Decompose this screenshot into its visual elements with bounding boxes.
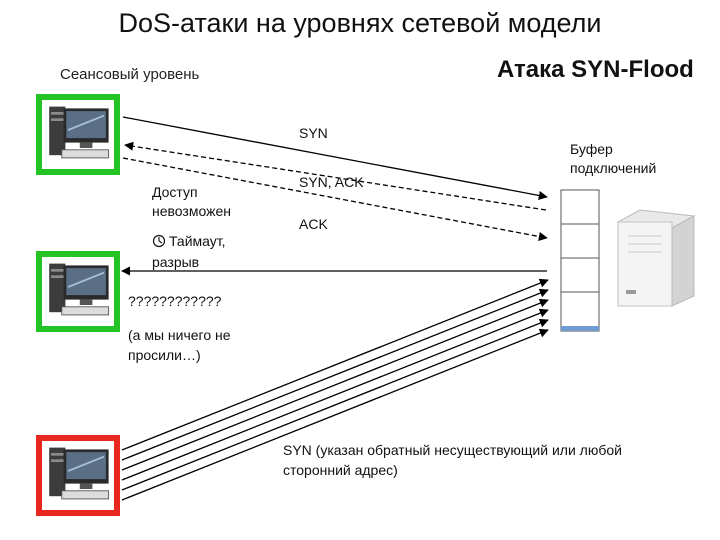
buffer-label-line1: Буфер [570, 141, 613, 157]
arrow-flood-3 [121, 298, 549, 471]
clock-icon [152, 234, 166, 248]
client-frame-legit [36, 251, 120, 332]
question-marks: ???????????? [128, 293, 222, 309]
surprise-line2: просили…) [128, 347, 201, 363]
label-ack: ACK [299, 216, 328, 232]
buffer-label-line2: подключений [570, 160, 657, 176]
client-frame-attacker [36, 435, 120, 516]
desktop-computer-icon [42, 443, 114, 508]
flood-note-line2: сторонний адрес) [283, 462, 398, 478]
arrow-syn [122, 116, 548, 200]
flood-note-line1: SYN (указан обратный несуществующий или … [283, 442, 622, 458]
access-unavailable-line1: Доступ [152, 184, 198, 200]
arrow-flood-1 [121, 278, 549, 451]
client-frame-legit [36, 94, 120, 175]
client-computer-2 [36, 251, 120, 332]
label-syn-ack: SYN, ACK [299, 174, 364, 190]
access-unavailable-line2: невозможен [152, 203, 231, 219]
desktop-computer-icon [42, 259, 114, 324]
arrow-flood-5 [121, 318, 549, 491]
arrow-flood-6 [121, 328, 549, 501]
desktop-computer-icon [42, 102, 114, 167]
server-tower-icon [616, 209, 696, 307]
arrow-flood-2 [121, 288, 549, 461]
arrow-flood-4 [121, 308, 549, 481]
slide-title: DoS-атаки на уровнях сетевой модели [118, 8, 602, 38]
label-syn: SYN [299, 125, 328, 141]
surprise-line1: (а мы ничего не [128, 327, 231, 343]
arrow-syn-ack [124, 141, 547, 211]
connection-buffer [560, 189, 600, 332]
client-computer-1 [36, 94, 120, 175]
timeout-line1: Таймаут, [169, 233, 226, 249]
attack-label: Атака SYN-Flood [497, 56, 694, 83]
attacker-computer [36, 435, 120, 516]
timeout-line2: разрыв [152, 254, 200, 270]
buffer-filled-slot [561, 326, 599, 331]
layer-label: Сеансовый уровень [60, 66, 200, 83]
